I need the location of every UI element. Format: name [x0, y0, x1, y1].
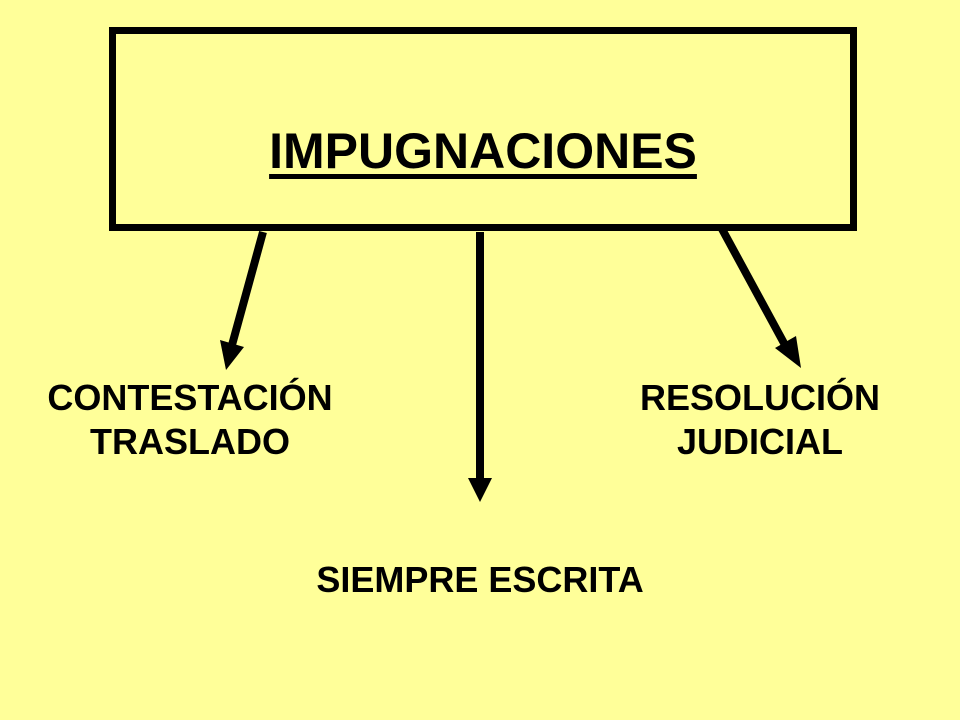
branch-right-label: RESOLUCIÓN JUDICIAL: [580, 376, 940, 464]
title-box: IMPUGNACIONES: [109, 27, 857, 231]
arrow-left-shaft: [228, 230, 267, 347]
arrow-left: [220, 230, 267, 370]
branch-left-label: CONTESTACIÓN TRASLADO: [10, 376, 370, 464]
arrow-right: [718, 227, 801, 368]
branch-right-line1: RESOLUCIÓN: [639, 377, 880, 418]
arrow-center-head: [468, 478, 492, 502]
branch-right-line2: JUDICIAL: [676, 421, 843, 462]
branch-center-label: SIEMPRE ESCRITA: [200, 558, 760, 602]
branch-left-line2: TRASLADO: [90, 421, 290, 462]
branch-left-line1: CONTESTACIÓN: [47, 377, 333, 418]
arrow-right-head: [775, 336, 801, 368]
arrow-right-shaft: [718, 227, 789, 347]
diagram-title: IMPUGNACIONES: [269, 123, 697, 179]
branch-center-line1: SIEMPRE ESCRITA: [316, 559, 644, 600]
arrow-center: [468, 232, 492, 502]
arrow-left-head: [220, 340, 244, 370]
